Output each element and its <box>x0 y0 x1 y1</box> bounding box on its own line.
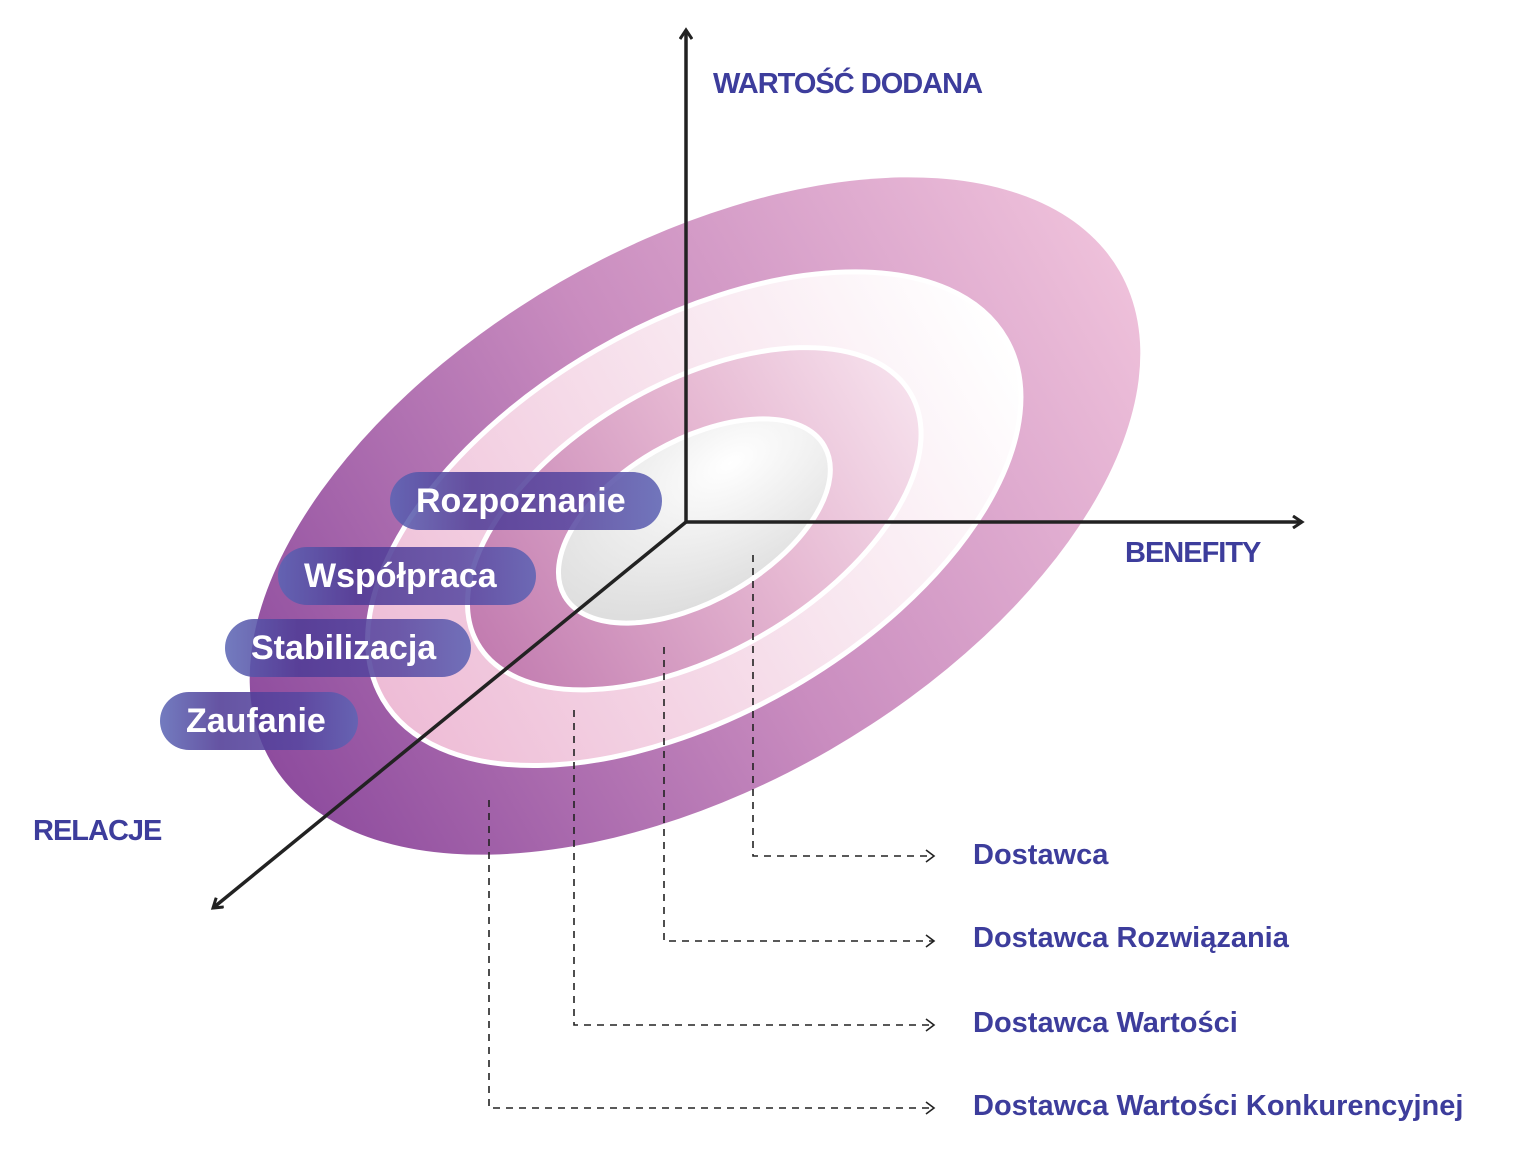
stage-pill-wspolpraca: Współpraca <box>278 547 536 605</box>
axis-depth <box>213 520 688 908</box>
connector-dostawca <box>752 555 936 863</box>
connector-wartosci <box>573 710 936 1032</box>
axis-label-vertical: WARTOŚĆ DODANA <box>713 68 983 100</box>
level-label-dostawca-rozwiazania: Dostawca Rozwiązania <box>973 922 1289 954</box>
stage-pill-zaufanie: Zaufanie <box>160 692 358 750</box>
axes <box>213 30 1302 908</box>
connector-rozwiazania <box>663 647 936 948</box>
level-label-dostawca-wartosci-konkurencyjnej: Dostawca Wartości Konkurencyjnej <box>973 1090 1464 1122</box>
stage-pill-rozpoznanie: Rozpoznanie <box>390 472 662 530</box>
stage-pill-stabilizacja: Stabilizacja <box>225 619 471 677</box>
axis-label-depth: RELACJE <box>33 815 162 847</box>
axis-label-horizontal: BENEFITY <box>1125 537 1261 569</box>
connector-konkurencyjnej <box>488 800 936 1115</box>
level-label-dostawca-wartosci: Dostawca Wartości <box>973 1007 1238 1039</box>
level-label-dostawca: Dostawca <box>973 839 1109 871</box>
connectors <box>488 555 936 1115</box>
